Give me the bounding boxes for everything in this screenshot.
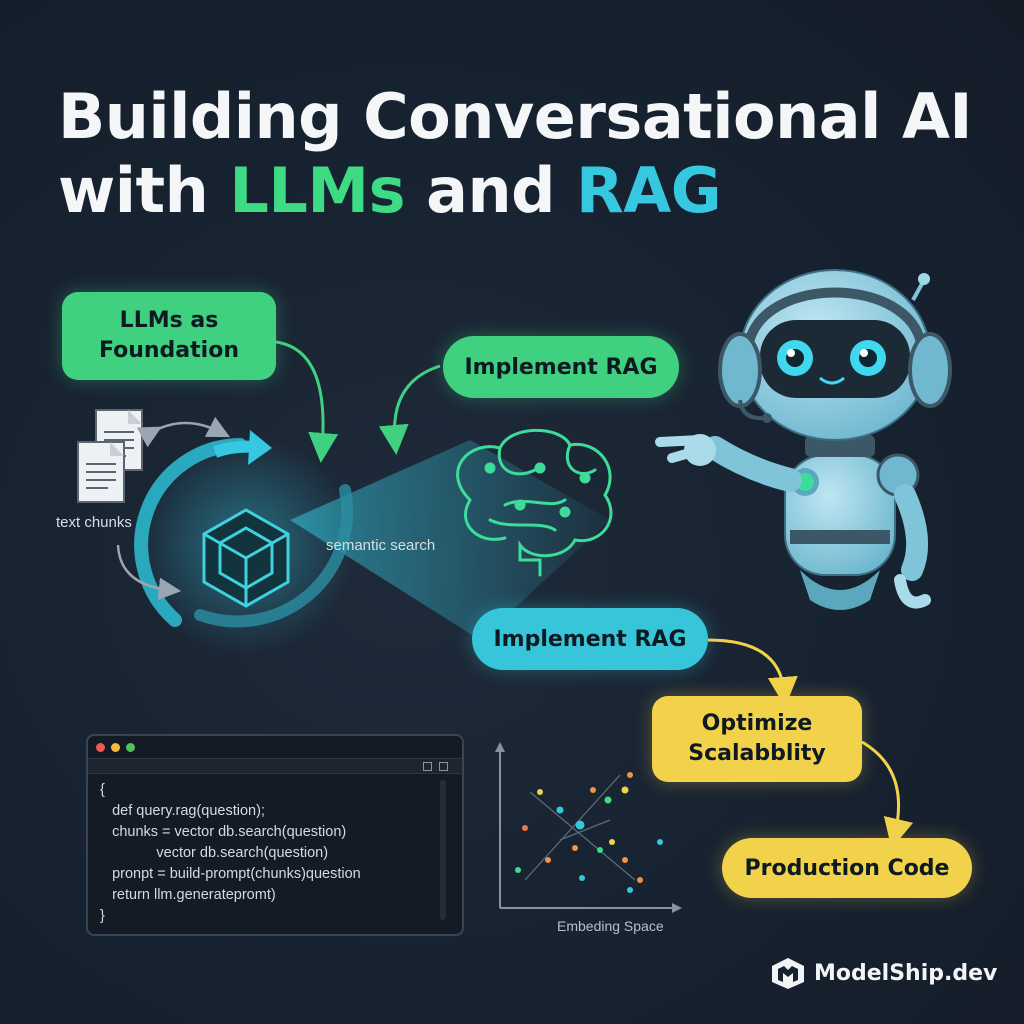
title-line-2-prefix: with [58, 154, 230, 228]
node-llms-foundation: LLMs as Foundation [62, 292, 276, 380]
hexagon-cube-icon [202, 508, 290, 608]
code-line: def query.rag(question); [100, 803, 265, 820]
node-implement-rag-bottom: Implement RAG [472, 608, 708, 670]
code-block: { def query.rag(question); chunks = vect… [100, 780, 361, 927]
brain-icon [456, 428, 613, 577]
minimize-dot-icon [111, 742, 120, 752]
code-line: pronpt = build-prompt(chunks)question [100, 866, 361, 883]
arrow-rag-to-brain [378, 364, 441, 455]
arrow-llms-to-cycle [275, 340, 339, 463]
restore-icon [423, 762, 432, 771]
node-optimize-scalability: Optimize Scalabblity [652, 696, 862, 782]
page-title: Building Conversational AI with LLMs and… [58, 80, 973, 229]
code-line: vector db.search(question) [100, 845, 329, 862]
close-dot-icon [96, 742, 105, 752]
logo-icon [772, 958, 804, 989]
code-window-titlebar [88, 736, 462, 759]
title-and: and [405, 154, 577, 228]
robot-icon [655, 269, 952, 610]
document-icon [77, 409, 143, 503]
code-scrollbar [440, 780, 446, 920]
title-line-1: Building Conversational AI [58, 80, 973, 153]
semantic-search-label: semantic search [326, 537, 436, 554]
brand: ModelShip.dev [770, 956, 997, 990]
brand-name: ModelShip.dev [814, 960, 998, 986]
code-line: return llm.generatepromt) [100, 887, 276, 904]
node-production-code: Production Code [722, 838, 972, 898]
title-llms: LLMs [229, 154, 406, 228]
arrow-rag-to-optimize [707, 638, 798, 707]
node-implement-rag-top: Implement RAG [443, 336, 679, 398]
arrow-optimize-to-production [861, 740, 914, 849]
chunk-swap-arrow [136, 416, 231, 448]
code-window-toolbar [88, 759, 462, 774]
code-line: } [100, 908, 105, 925]
text-chunks-label: text chunks [56, 514, 132, 531]
title-rag: RAG [576, 154, 722, 228]
close-square-icon [439, 762, 448, 771]
scatter-plot-icon [495, 742, 682, 913]
code-window: { def query.rag(question); chunks = vect… [86, 734, 464, 936]
semantic-search-beam [290, 440, 610, 640]
maximize-dot-icon [126, 742, 135, 752]
embedding-space-label: Embeding Space [557, 918, 664, 934]
code-line: chunks = vector db.search(question) [100, 824, 347, 841]
chunk-flow-arrow [116, 544, 182, 601]
code-line: { [100, 782, 105, 798]
